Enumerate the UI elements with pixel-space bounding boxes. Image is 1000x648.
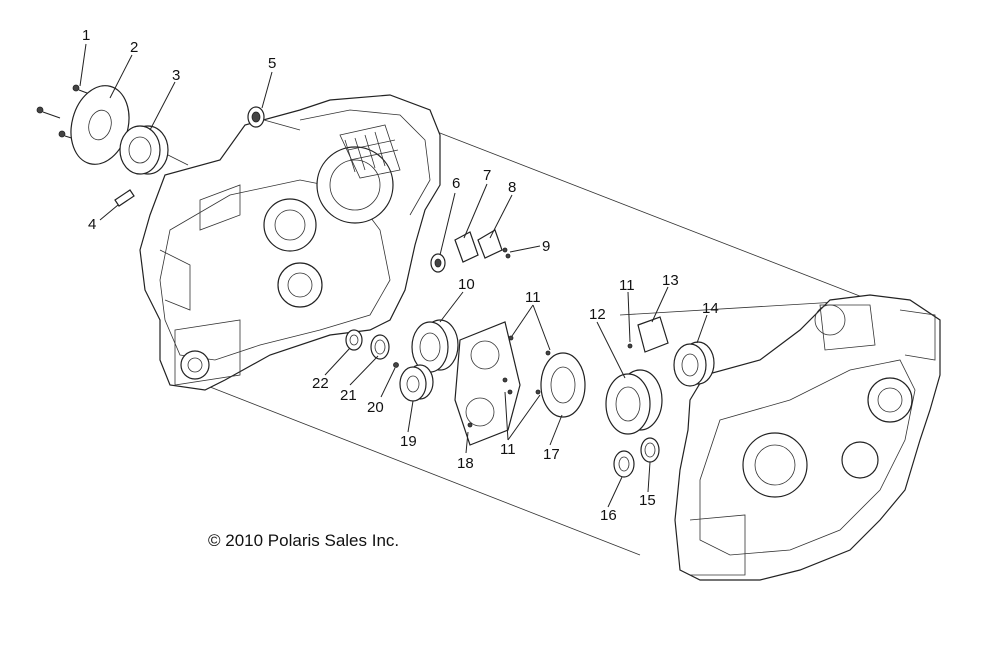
- callout-18: 18: [457, 455, 474, 472]
- part-13-plate: [627, 316, 669, 353]
- part-10-bearing: [411, 319, 459, 373]
- callout-7: 7: [483, 167, 491, 184]
- part-20-pin: [393, 362, 399, 368]
- part-6-seal: [430, 253, 446, 273]
- callout-1: 1: [82, 27, 90, 44]
- part-22-seal: [345, 329, 363, 351]
- leader-lines: [79, 43, 708, 508]
- callout-5: 5: [268, 55, 276, 72]
- callout-14: 14: [702, 300, 719, 317]
- callout-10: 10: [458, 276, 475, 293]
- part-19-spacer: [399, 364, 434, 402]
- callout-11-right: 11: [619, 277, 635, 294]
- callout-11-upper: 11: [525, 289, 541, 306]
- part-12-bearing: [605, 369, 663, 435]
- callout-13: 13: [662, 272, 679, 289]
- callout-6: 6: [452, 175, 460, 192]
- callout-20: 20: [367, 399, 384, 416]
- part-16-bushing: [613, 450, 635, 478]
- part-21-snap-ring: [370, 334, 390, 360]
- part-14-bearing: [673, 341, 715, 387]
- callout-19: 19: [400, 433, 417, 450]
- callout-17: 17: [543, 446, 560, 463]
- part-5-seal: [247, 106, 301, 131]
- callout-9: 9: [542, 238, 550, 255]
- callout-22: 22: [312, 375, 329, 392]
- left-crankcase: [139, 94, 441, 391]
- callout-16: 16: [600, 507, 617, 524]
- part-17-plate: [535, 352, 586, 418]
- callout-labels: 1 2 3 4 5 6 7 8 9 10 11 11 11 12 13 14 1…: [82, 27, 719, 524]
- part-18-retainer-plate: [454, 321, 551, 446]
- callout-21: 21: [340, 387, 357, 404]
- part-15-seal: [640, 437, 660, 463]
- callout-12: 12: [589, 306, 606, 323]
- right-crankcase: [674, 294, 941, 581]
- callout-15: 15: [639, 492, 656, 509]
- callout-8: 8: [508, 179, 516, 196]
- part-3-bearing: [119, 125, 189, 175]
- callout-3: 3: [172, 67, 180, 84]
- copyright-notice: © 2010 Polaris Sales Inc.: [208, 531, 399, 550]
- part-4-dowel-pin: [114, 189, 135, 207]
- callout-4: 4: [88, 216, 96, 233]
- part-7-8-brackets: [454, 229, 511, 263]
- callout-11-lower: 11: [500, 441, 516, 458]
- callout-2: 2: [130, 39, 138, 56]
